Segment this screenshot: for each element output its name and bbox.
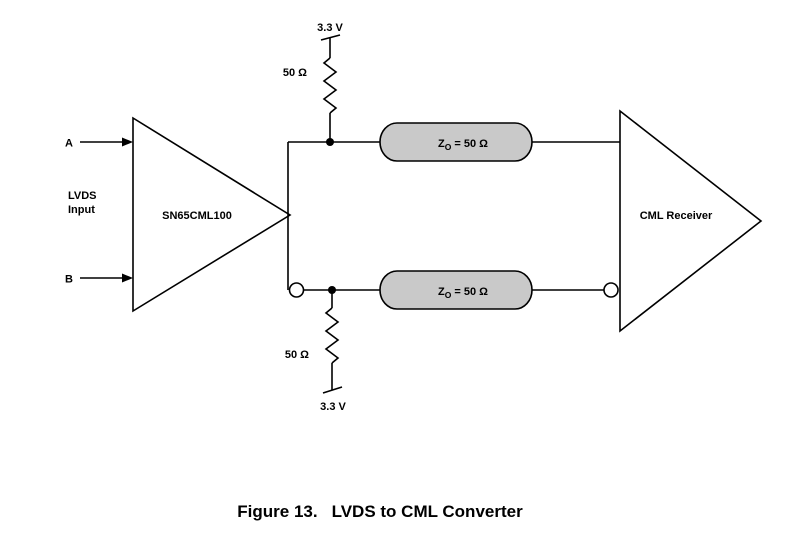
top-tline-eq: = 50 Ω [454, 138, 488, 150]
input-a-label: A [65, 138, 73, 150]
figure-caption: Figure 13. LVDS to CML Converter [237, 502, 523, 521]
bottom-tline-sub: O [445, 290, 452, 300]
pullup-resistor-value-label: 50 Ω [283, 67, 307, 79]
pullup-supply-tick [320, 34, 341, 41]
pullup-resistor [322, 57, 338, 114]
pulldown-resistor-value-label: 50 Ω [285, 349, 309, 361]
driver-label: SN65CML100 [162, 210, 232, 222]
top-transmission-line-label: ZO= 50 Ω [438, 138, 488, 152]
driver-inverting-output-circle [288, 282, 305, 298]
figure-caption-title: LVDS to CML Converter [332, 502, 523, 521]
receiver-label: CML Receiver [640, 210, 713, 222]
pullup-supply-label: 3.3 V [317, 22, 343, 34]
receiver-input-circle [603, 282, 619, 298]
pulldown-resistor [324, 307, 340, 364]
receiver-triangle [619, 109, 763, 333]
driver-triangle [132, 116, 292, 313]
lvds-input-label-line2: Input [68, 204, 95, 216]
top-tline-sub: O [445, 142, 452, 152]
pulldown-supply-tick [322, 386, 343, 394]
pulldown-supply-label: 3.3 V [320, 401, 346, 413]
bottom-tline-eq: = 50 Ω [454, 286, 488, 298]
figure-caption-number: Figure 13. [237, 502, 317, 521]
input-a-arrowhead-icon [122, 137, 133, 147]
lvds-input-label-line1: LVDS [68, 190, 97, 202]
input-b-arrowhead-icon [122, 273, 133, 283]
input-b-label: B [65, 274, 73, 286]
bottom-transmission-line-label: ZO= 50 Ω [438, 286, 488, 300]
bottom-tline-z: Z [438, 286, 445, 298]
top-junction-dot [326, 138, 334, 146]
top-tline-z: Z [438, 138, 445, 150]
